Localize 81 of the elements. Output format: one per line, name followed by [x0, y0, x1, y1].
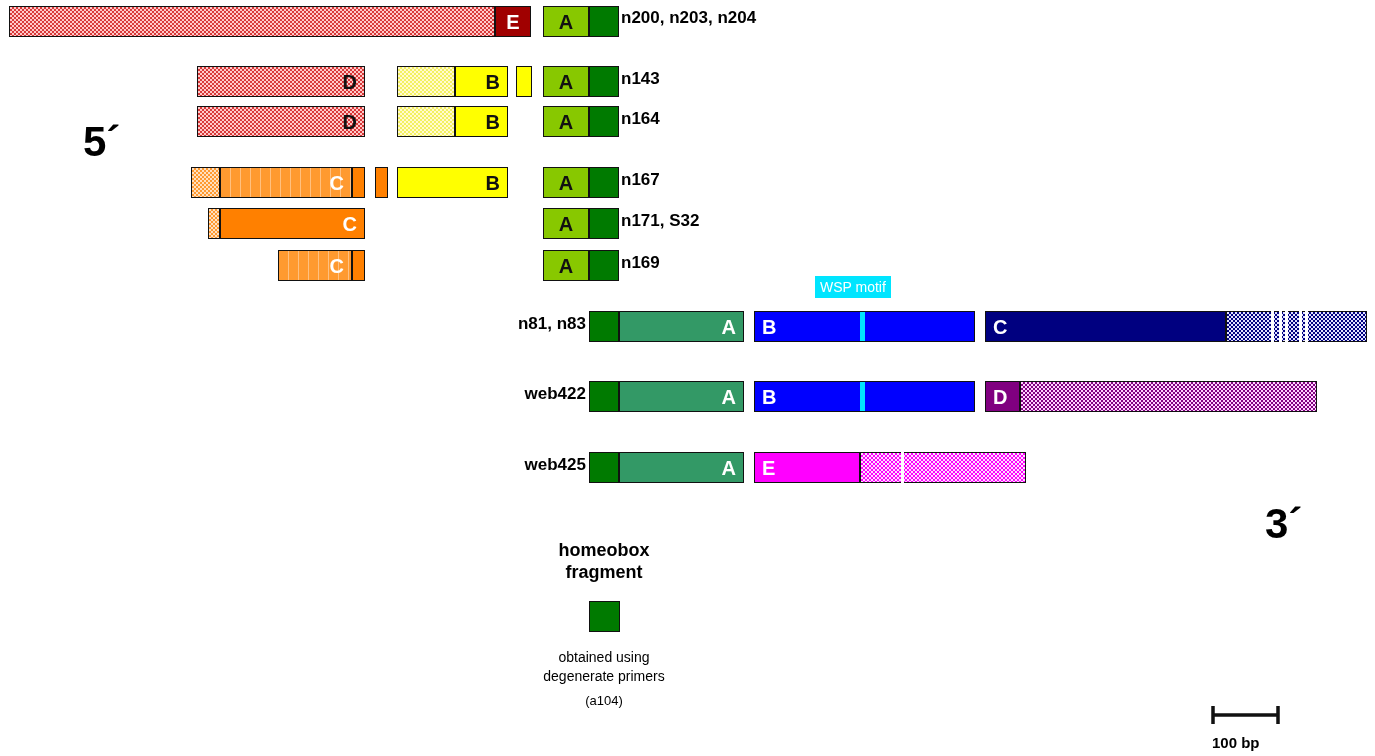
sequence-bar: [397, 66, 455, 97]
exon-segment: [455, 66, 508, 97]
sequence-bar: [516, 66, 532, 97]
exon-segment: [619, 381, 744, 412]
segment-letter: A: [721, 386, 736, 407]
exon-segment: [397, 167, 508, 198]
row-label: web425: [524, 455, 586, 475]
exon-segment: [197, 106, 365, 137]
exon-segment: [985, 381, 1020, 412]
exon-segment: [985, 311, 1226, 342]
exon-segment: [619, 311, 744, 342]
segment-letter: C: [329, 255, 344, 276]
end-label: 3´: [1265, 500, 1303, 548]
sequence-bar: [191, 167, 220, 198]
segment-letter: A: [721, 457, 736, 478]
sequence-bar: [208, 208, 220, 239]
row-label: n167: [621, 170, 660, 190]
segment-letter: B: [762, 316, 777, 337]
segment-letter: A: [558, 71, 574, 92]
segment-letter: A: [558, 172, 574, 193]
legend-note: obtained using degenerate primers: [542, 648, 666, 686]
row-label: web422: [524, 384, 586, 404]
segment-letter: A: [558, 213, 574, 234]
exon-segment: [543, 66, 589, 97]
row-label: n81, n83: [517, 314, 586, 334]
row-label: n143: [621, 69, 660, 89]
row-label: n169: [621, 253, 660, 273]
segment-letter: A: [558, 111, 574, 132]
sequence-bar: [589, 106, 619, 137]
sequence-bar: [397, 106, 455, 137]
legend-note: (a104): [584, 692, 624, 710]
sequence-bar: [860, 452, 1026, 483]
exon-segment: [543, 106, 589, 137]
exon-segment: [197, 66, 365, 97]
sequence-bar: [589, 381, 619, 412]
exon-segment: [754, 381, 975, 412]
exon-segment: [455, 106, 508, 137]
sequence-bar: [352, 167, 365, 198]
sequence-bar: [1020, 381, 1317, 412]
segment-letter: B: [485, 71, 500, 92]
sequence-bar: [589, 250, 619, 281]
segment-letter: A: [721, 316, 736, 337]
row-label: n164: [621, 109, 660, 129]
sequence-bar: [589, 66, 619, 97]
segment-letter: A: [558, 255, 574, 276]
exon-segment: [543, 6, 589, 37]
exon-segment: [754, 311, 975, 342]
segment-letter: C: [329, 172, 344, 193]
legend-label: homeobox fragment: [557, 540, 651, 584]
sequence-bar: [352, 250, 365, 281]
exon-segment: [543, 250, 589, 281]
end-label: 5´: [83, 118, 121, 166]
sequence-bar: [589, 6, 619, 37]
segment-letter: B: [485, 111, 500, 132]
exon-segment: [220, 208, 365, 239]
sequence-bar: [9, 6, 495, 37]
segment-letter: B: [762, 386, 777, 407]
exon-segment: [619, 452, 744, 483]
sequence-bar: [589, 208, 619, 239]
sequence-bar: [1226, 311, 1367, 342]
exon-segment: [543, 208, 589, 239]
sequence-bar: [589, 167, 619, 198]
exon-segment: [495, 6, 531, 37]
segment-letter: B: [485, 172, 500, 193]
sequence-bar: [589, 452, 619, 483]
segment-letter: A: [558, 11, 574, 32]
segment-letter: D: [993, 386, 1008, 407]
exon-segment: [278, 250, 352, 281]
exon-segment: [220, 167, 352, 198]
segment-letter: E: [762, 457, 776, 478]
segment-letter: C: [342, 213, 357, 234]
motif-label: WSP motif: [815, 276, 891, 298]
exon-segment: [543, 167, 589, 198]
row-label: n200, n203, n204: [621, 8, 757, 28]
segment-letter: E: [506, 11, 520, 32]
row-label: n171, S32: [621, 211, 700, 231]
exon-segment: [754, 452, 860, 483]
scale-label: 100 bp: [1212, 734, 1260, 751]
segment-letter: C: [993, 316, 1008, 337]
sequence-bar: [589, 311, 619, 342]
sequence-bar: [375, 167, 388, 198]
